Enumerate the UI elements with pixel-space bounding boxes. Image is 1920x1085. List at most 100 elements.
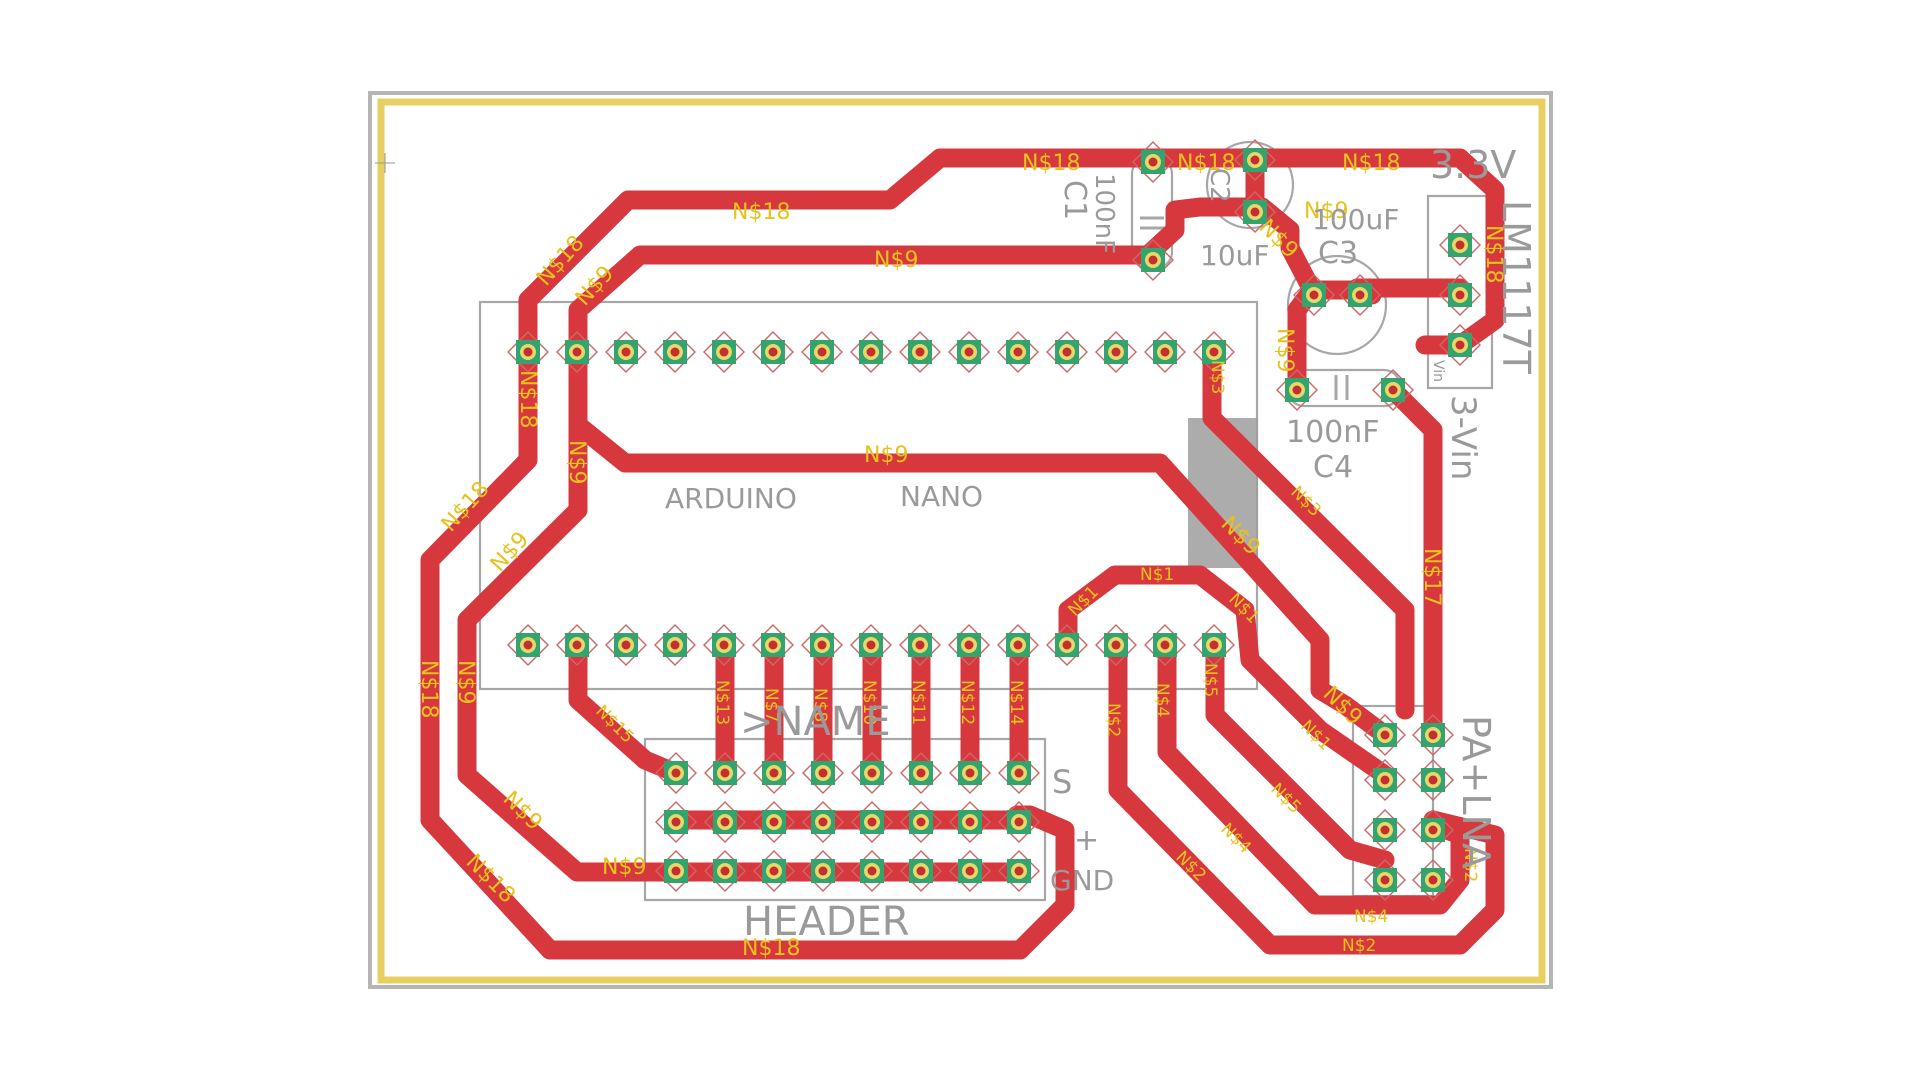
header-name-label: >NAME bbox=[740, 699, 891, 745]
c1-value-label: 100nF bbox=[1089, 173, 1119, 254]
trace-n3 bbox=[1202, 342, 1415, 720]
pad bbox=[752, 624, 794, 666]
pad bbox=[851, 850, 893, 892]
pad bbox=[654, 331, 696, 373]
pad bbox=[753, 752, 795, 794]
c2-value-label: 10uF bbox=[1200, 239, 1269, 272]
pad bbox=[949, 801, 991, 843]
c1-name-label: C1 bbox=[1057, 180, 1092, 220]
c3-name-label: C3 bbox=[1318, 236, 1358, 271]
pad bbox=[997, 624, 1039, 666]
net-label-n18: N$18 bbox=[732, 200, 790, 225]
net-label-n2: N$2 bbox=[1460, 848, 1480, 882]
net-label-n7: N$7 bbox=[761, 688, 781, 722]
pad bbox=[998, 801, 1040, 843]
pad bbox=[752, 331, 794, 373]
pad bbox=[1132, 141, 1174, 183]
pad bbox=[998, 752, 1040, 794]
pad bbox=[1095, 331, 1137, 373]
pad bbox=[1364, 809, 1406, 851]
pad bbox=[704, 752, 746, 794]
net-label-n18: N$18 bbox=[1177, 151, 1235, 176]
pad bbox=[801, 331, 843, 373]
net-label-n18: N$18 bbox=[416, 660, 441, 718]
trace-n2 bbox=[1108, 635, 1505, 955]
net-label-n17: N$17 bbox=[1419, 548, 1444, 606]
pad bbox=[703, 331, 745, 373]
pad bbox=[1144, 331, 1186, 373]
trace-n5 bbox=[1205, 635, 1395, 870]
pad bbox=[1234, 191, 1276, 233]
net-label-n9: N$9 bbox=[1272, 328, 1297, 372]
pad bbox=[753, 850, 795, 892]
pad bbox=[850, 624, 892, 666]
pad bbox=[1293, 274, 1335, 316]
board-dimension-outline bbox=[377, 98, 1546, 984]
net-label-n12: N$12 bbox=[957, 680, 977, 725]
pad bbox=[655, 752, 697, 794]
pad bbox=[802, 752, 844, 794]
pad bbox=[900, 850, 942, 892]
net-label-n18: N$18 bbox=[515, 370, 540, 428]
pad bbox=[605, 624, 647, 666]
net-label-n18: N$18 bbox=[742, 936, 800, 961]
trace-n1 bbox=[1058, 565, 1395, 785]
net-label-n3: N$3 bbox=[1207, 360, 1227, 394]
pad bbox=[998, 850, 1040, 892]
pad bbox=[851, 801, 893, 843]
pad bbox=[655, 801, 697, 843]
net-label-n4: N$4 bbox=[1354, 907, 1388, 927]
pad bbox=[1046, 624, 1088, 666]
net-label-n10: N$10 bbox=[859, 680, 879, 725]
pad bbox=[949, 752, 991, 794]
pad bbox=[948, 331, 990, 373]
c3-value-label: 100uF bbox=[1312, 203, 1399, 236]
trace-n18-left bbox=[420, 342, 1075, 960]
pad bbox=[1412, 759, 1454, 801]
pad bbox=[556, 624, 598, 666]
pad bbox=[1132, 239, 1174, 281]
pad bbox=[1095, 624, 1137, 666]
pad bbox=[801, 624, 843, 666]
pad bbox=[704, 850, 746, 892]
net-label-n4: N$4 bbox=[1152, 683, 1172, 717]
pad bbox=[1364, 759, 1406, 801]
pad bbox=[1193, 624, 1235, 666]
net-label-n11: N$11 bbox=[908, 680, 928, 725]
trace-n4 bbox=[1157, 635, 1470, 915]
pad bbox=[556, 331, 598, 373]
net-label-n9: N$9 bbox=[1304, 199, 1348, 224]
silkscreen-labels: ARDUINO NANO HEADER >NAME S + GND PA+LNA… bbox=[665, 143, 1538, 945]
trace-n9-left bbox=[457, 415, 645, 882]
c4-value-label: 100nF bbox=[1286, 415, 1380, 450]
pad bbox=[851, 752, 893, 794]
header-label: HEADER bbox=[743, 899, 910, 945]
pad bbox=[1412, 859, 1454, 901]
pad bbox=[1339, 274, 1381, 316]
net-label-n18: N$18 bbox=[1022, 151, 1080, 176]
pad bbox=[1144, 624, 1186, 666]
pad bbox=[1193, 331, 1235, 373]
pad bbox=[900, 752, 942, 794]
pad bbox=[1276, 369, 1318, 411]
pad bbox=[1364, 714, 1406, 756]
trace-n18-top bbox=[518, 148, 1505, 362]
regulator-voltage-label: 3.3V bbox=[1430, 143, 1516, 187]
trace-n17 bbox=[1383, 380, 1443, 745]
pad bbox=[1234, 139, 1276, 181]
board-edge bbox=[368, 91, 1553, 989]
pad bbox=[850, 331, 892, 373]
net-label-n9: N$9 bbox=[864, 443, 908, 468]
net-label-n14: N$14 bbox=[1006, 680, 1026, 725]
pad bbox=[1439, 274, 1481, 316]
pad bbox=[1364, 859, 1406, 901]
pad bbox=[949, 850, 991, 892]
pad bbox=[654, 624, 696, 666]
regulator-part-label: LM1117T bbox=[1494, 200, 1538, 375]
net-label-n13: N$13 bbox=[712, 680, 732, 725]
pad bbox=[1372, 369, 1414, 411]
pad bbox=[1412, 714, 1454, 756]
net-label-n2: N$2 bbox=[1103, 703, 1123, 737]
